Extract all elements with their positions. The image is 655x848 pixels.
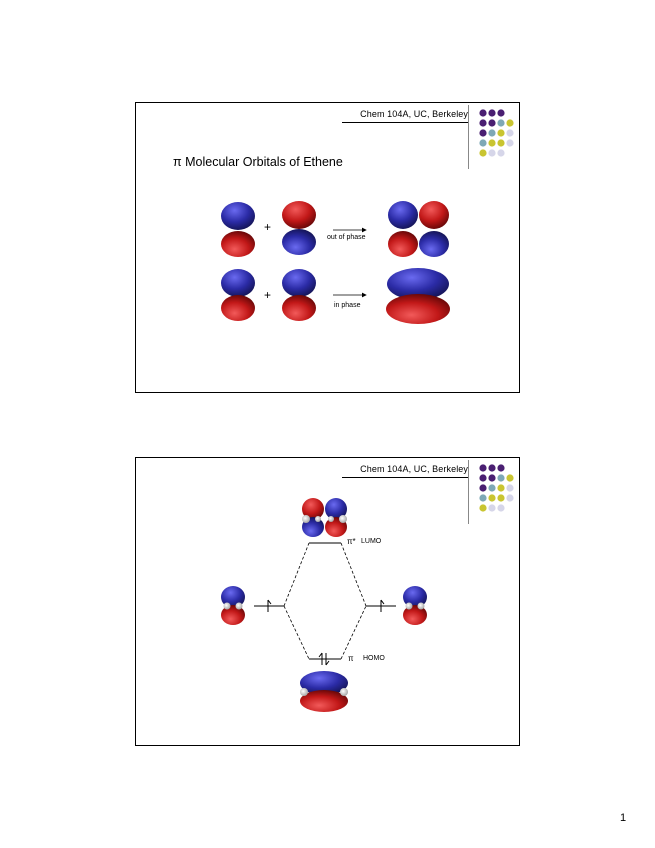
- decorative-dot: [479, 504, 487, 512]
- right-p-orbital-image: [403, 586, 427, 625]
- decorative-dot: [479, 464, 487, 472]
- slide-title: π Molecular Orbitals of Ethene: [173, 155, 343, 169]
- page-number: 1: [620, 812, 627, 824]
- decorative-dot: [488, 484, 496, 492]
- decorative-dot: [497, 109, 505, 117]
- out-of-phase-label: out of phase: [327, 234, 366, 241]
- header-rule: [342, 122, 468, 123]
- decorative-dot: [497, 139, 505, 147]
- slide-1: Chem 104A, UC, Berkeley π Molecular Orbi…: [135, 102, 520, 393]
- decorative-dot: [479, 484, 487, 492]
- decorative-dot: [488, 139, 496, 147]
- decorative-dot: [479, 109, 487, 117]
- decorative-dot: [506, 119, 514, 127]
- decorative-dot: [488, 129, 496, 137]
- decorative-dot: [506, 484, 514, 492]
- decorative-dot: [506, 494, 514, 502]
- lumo-label: LUMO: [361, 538, 382, 545]
- decorative-dot: [488, 109, 496, 117]
- decorative-dot: [479, 119, 487, 127]
- decorative-dot: [488, 464, 496, 472]
- dots-divider: [468, 460, 469, 524]
- course-header: Chem 104A, UC, Berkeley: [360, 464, 468, 474]
- course-header: Chem 104A, UC, Berkeley: [360, 109, 468, 119]
- plus-sign-row1: +: [264, 220, 272, 234]
- lumo-symbol: π*: [347, 537, 356, 546]
- decorative-dots: [479, 109, 514, 157]
- decorative-dot: [497, 474, 505, 482]
- decorative-dot: [497, 484, 505, 492]
- in-phase-label: in phase: [334, 302, 361, 309]
- homo-electron-down: [325, 653, 330, 666]
- decorative-dots: [479, 464, 514, 512]
- decorative-dot: [497, 464, 505, 472]
- left-p-orbital-image: [221, 586, 245, 625]
- decorative-dot: [497, 504, 505, 512]
- homo-electron-up: [318, 652, 323, 665]
- decorative-dot: [479, 139, 487, 147]
- p-orbital-red-top: [282, 201, 316, 255]
- orbital-combination-diagram: [221, 201, 450, 324]
- decorative-dot: [506, 129, 514, 137]
- decorative-dot: [506, 139, 514, 147]
- pi-bonding-orbital: [386, 268, 450, 324]
- decorative-dot: [497, 149, 505, 157]
- decorative-dot: [488, 474, 496, 482]
- correlation-lines: [283, 542, 367, 660]
- decorative-dot: [479, 129, 487, 137]
- p-orbital-right-row2: [282, 269, 316, 321]
- decorative-dot: [497, 494, 505, 502]
- pi-antibonding-orbital: [388, 201, 449, 257]
- right-electron-up: [380, 599, 385, 612]
- decorative-dot: [497, 129, 505, 137]
- pi-star-orbital-image: [302, 498, 347, 537]
- decorative-dot: [479, 494, 487, 502]
- decorative-dot: [506, 474, 514, 482]
- plus-sign-row2: +: [264, 288, 272, 302]
- decorative-dot: [488, 494, 496, 502]
- decorative-dot: [488, 504, 496, 512]
- decorative-dot: [488, 119, 496, 127]
- left-electron-up: [267, 599, 272, 612]
- decorative-dot: [479, 149, 487, 157]
- header-rule: [342, 477, 468, 478]
- pi-bonding-orbital-image: [300, 671, 348, 712]
- p-orbital-blue-top: [221, 202, 255, 257]
- dots-divider: [468, 105, 469, 169]
- p-orbital-left-row2: [221, 269, 255, 321]
- decorative-dot: [488, 149, 496, 157]
- homo-label: HOMO: [363, 655, 385, 662]
- mo-energy-diagram: [221, 498, 427, 712]
- decorative-dot: [479, 474, 487, 482]
- decorative-dot: [497, 119, 505, 127]
- slide-2: Chem 104A, UC, Berkeley: [135, 457, 520, 746]
- homo-symbol: π: [348, 654, 354, 663]
